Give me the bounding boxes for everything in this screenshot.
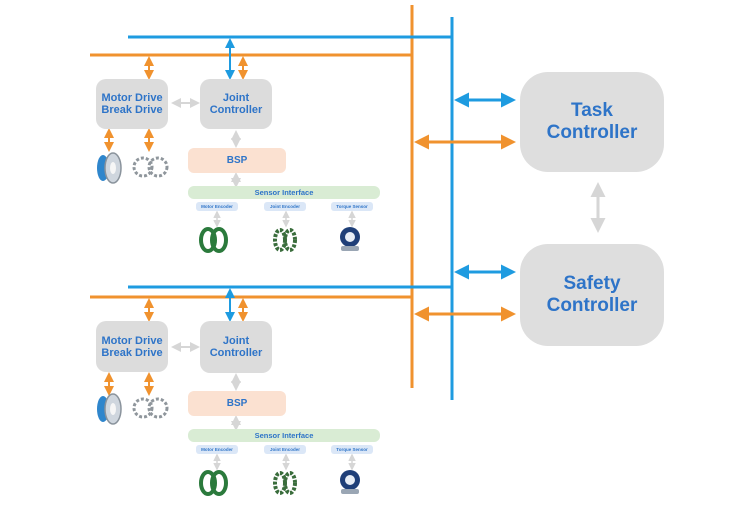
bsp-box: BSP — [188, 391, 286, 416]
task-controller-label: Task Controller — [546, 100, 638, 143]
torque-sensor-tag: Torque Sensor — [331, 202, 373, 211]
sensor-interface-bar: Sensor Interface — [188, 186, 380, 199]
motor-break-drive-box: Motor Drive Break Drive — [96, 79, 168, 129]
motor-encoder-tag: Motor Encoder — [196, 445, 238, 454]
joint-1-arrows — [104, 38, 356, 228]
encoder-ring-icon — [199, 470, 228, 496]
joint-encoder-tag: Joint Encoder — [264, 445, 306, 454]
motor-drive-label: Motor Drive — [101, 334, 163, 347]
joint-controller-label: Joint Controller — [209, 92, 263, 116]
joint-controller-box: Joint Controller — [200, 79, 272, 129]
break-drive-label: Break Drive — [101, 104, 163, 116]
brake-icon — [132, 397, 169, 419]
joint-encoder-tag: Joint Encoder — [264, 202, 306, 211]
joint-controller-box: Joint Controller — [200, 321, 272, 373]
break-drive-label: Break Drive — [101, 346, 163, 359]
torque-sensor-icon — [340, 470, 360, 494]
bsp-label: BSP — [226, 155, 248, 166]
encoder-ring-icon — [199, 227, 228, 253]
joint-2-arrows — [104, 288, 356, 471]
task-controller-box: Task Controller — [520, 72, 664, 172]
joint-controller-label: Joint Controller — [209, 335, 263, 359]
sensor-interface-label: Sensor Interface — [254, 431, 314, 440]
sensor-interface-bar: Sensor Interface — [188, 429, 380, 442]
motor-drive-label: Motor Drive — [101, 92, 163, 104]
safety-controller-label: Safety Controller — [546, 273, 638, 316]
torque-sensor-icon — [340, 227, 360, 251]
encoder-ring-icon — [273, 228, 297, 252]
bsp-label: BSP — [226, 398, 248, 409]
motor-icon — [97, 152, 122, 184]
safety-controller-box: Safety Controller — [520, 244, 664, 346]
sensor-interface-label: Sensor Interface — [254, 188, 314, 197]
encoder-ring-icon — [273, 471, 297, 495]
bsp-box: BSP — [188, 148, 286, 173]
motor-encoder-tag: Motor Encoder — [196, 202, 238, 211]
torque-sensor-tag: Torque Sensor — [331, 445, 373, 454]
motor-break-drive-box: Motor Drive Break Drive — [96, 321, 168, 372]
brake-icon — [132, 156, 169, 178]
motor-icon — [97, 393, 122, 425]
